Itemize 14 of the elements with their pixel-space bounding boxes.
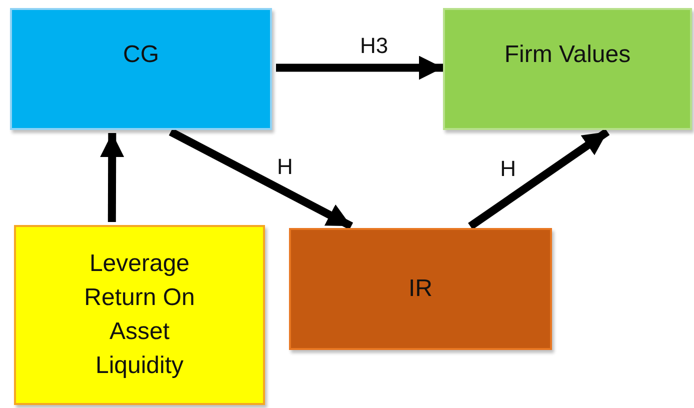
arrow [276, 56, 443, 80]
firm-values-box [443, 8, 692, 130]
factors-box [14, 225, 265, 405]
node-text: Leverage [89, 249, 190, 279]
ir-box [289, 228, 552, 350]
node-text: Return On Asset [83, 283, 196, 347]
cg-box [10, 8, 272, 130]
node-text: IR [408, 274, 432, 304]
arrow [468, 128, 610, 230]
arrow [100, 132, 124, 222]
arrow [168, 128, 354, 230]
node-text: Firm Values [504, 40, 631, 70]
node-text: Liquidity [95, 351, 184, 381]
node-text: CG [123, 40, 159, 70]
